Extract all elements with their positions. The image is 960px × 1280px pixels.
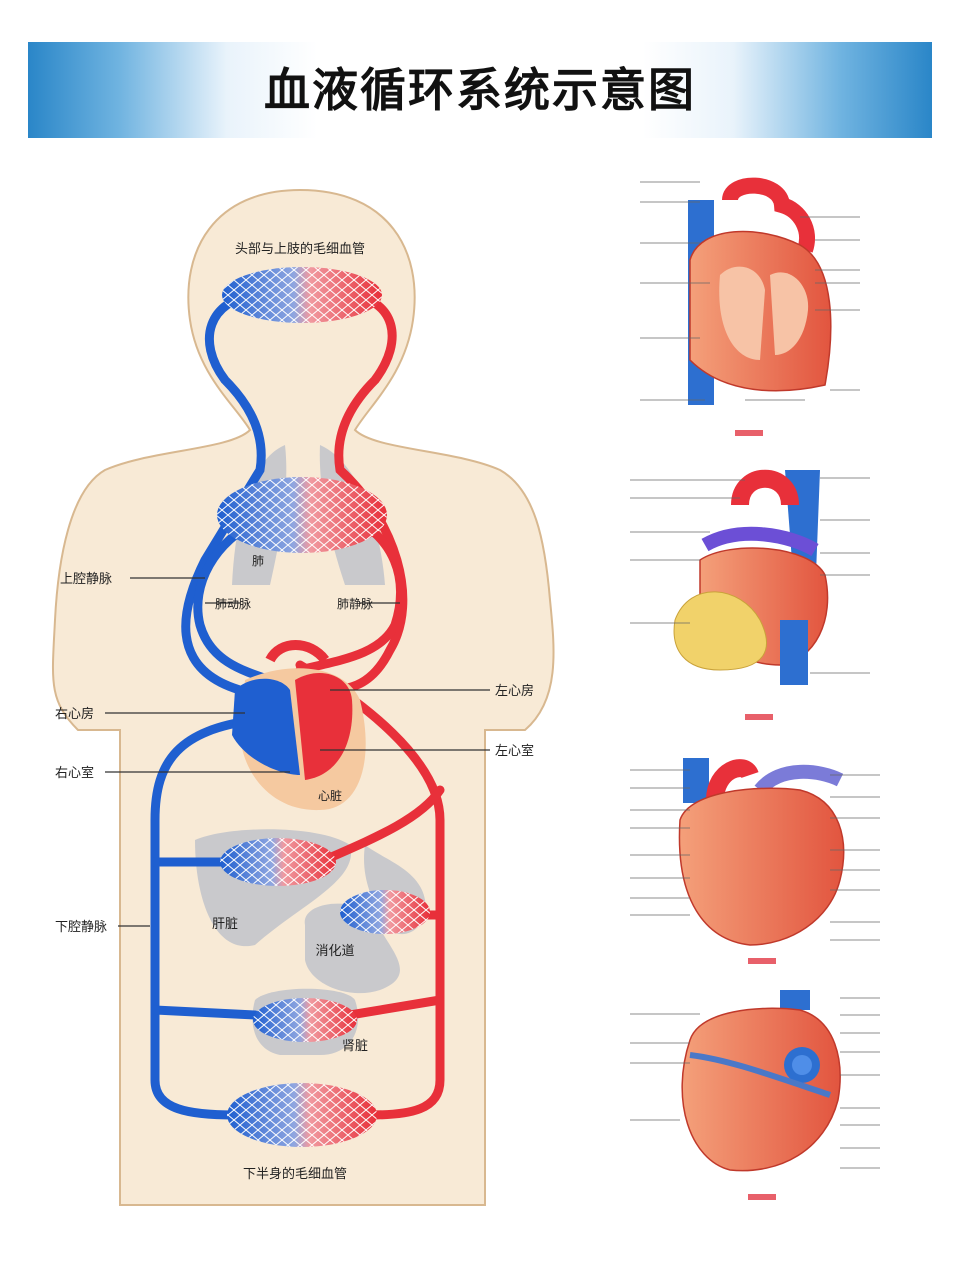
- label-digestive: 消化道: [315, 944, 354, 959]
- right-heart-chamber: [232, 678, 300, 775]
- artery-head-loop: [315, 290, 408, 695]
- title-banner: 血液循环系统示意图: [28, 42, 932, 138]
- vein-kidney-branch: [150, 1005, 260, 1020]
- label-lung: 肺: [252, 554, 264, 568]
- heart-illustration-3: [630, 758, 880, 964]
- label-liver: 肝脏: [212, 917, 238, 932]
- label-left-atrium: 左心房: [495, 683, 534, 699]
- left-heart-chamber: [295, 672, 353, 780]
- capillary-beds: [217, 267, 430, 1147]
- label-pulmonary-artery: 肺动脉: [215, 596, 251, 611]
- vein-inferior-vena-cava: [150, 715, 260, 1120]
- label-head-capillaries: 头部与上肢的毛细血管: [235, 241, 365, 257]
- artery-kidney-branch: [345, 995, 445, 1020]
- label-right-ventricle: 右心室: [55, 765, 94, 781]
- vein-head-loop: [181, 290, 267, 700]
- vein-pulmonary-loop: [193, 515, 275, 685]
- heart-illustration-2: [630, 469, 870, 720]
- artery-liver-branch: [315, 785, 445, 867]
- label-left-ventricle: 左心室: [495, 743, 534, 759]
- label-heart: 心脏: [318, 788, 342, 803]
- page-title: 血液循环系统示意图: [264, 63, 696, 117]
- label-inferior-vena-cava: 下腔静脉: [55, 920, 107, 935]
- heart-illustration-1: [640, 177, 860, 436]
- heart-graphic: [232, 640, 366, 811]
- heart-illustration-4: [630, 990, 880, 1200]
- label-lower-capillaries: 下半身的毛细血管: [243, 1166, 347, 1182]
- label-right-atrium: 右心房: [55, 706, 94, 722]
- artery-pulmonary-loop: [295, 510, 406, 675]
- label-kidney: 肾脏: [342, 1039, 368, 1054]
- label-superior-vena-cava: 上腔静脉: [60, 572, 112, 587]
- label-pulmonary-vein: 肺静脉: [337, 596, 373, 611]
